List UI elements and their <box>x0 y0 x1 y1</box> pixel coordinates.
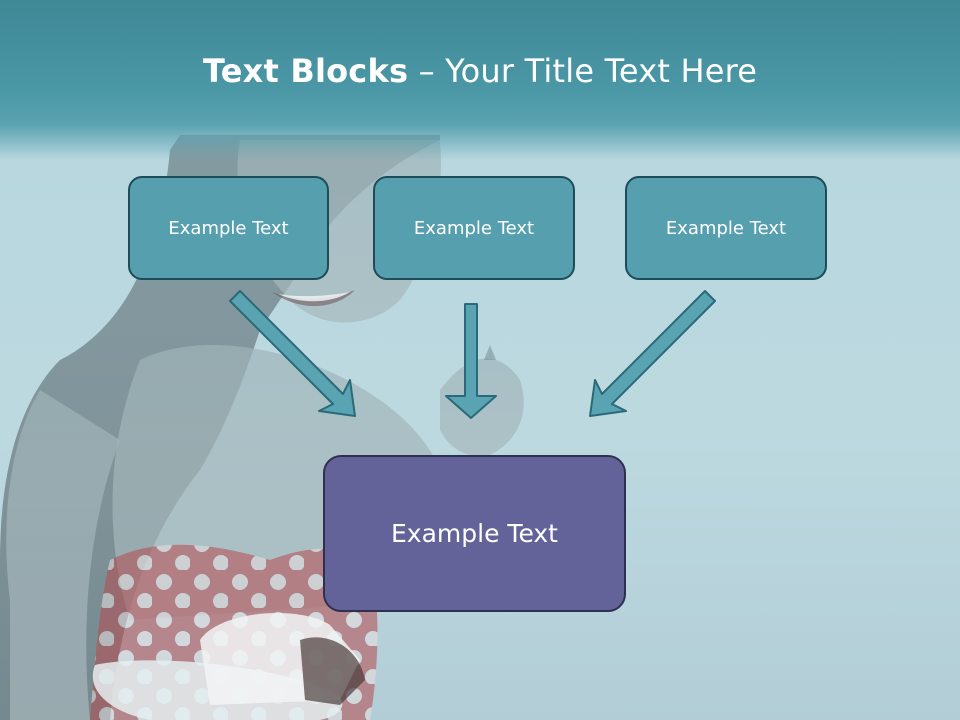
arrow-left-icon <box>229 290 356 417</box>
text-box-label: Example Text <box>168 217 289 239</box>
title-band <box>0 0 960 160</box>
text-box-top-middle[interactable]: Example Text <box>373 176 575 280</box>
text-box-label: Example Text <box>391 519 558 548</box>
title-rest: Your Title Text Here <box>445 52 758 90</box>
arrow-down-icon <box>445 303 497 419</box>
text-box-label: Example Text <box>665 217 787 239</box>
title-separator: – <box>408 52 446 90</box>
slide-title: Text Blocks – Your Title Text Here <box>203 52 757 98</box>
arrow-right-icon <box>589 290 716 417</box>
text-box-top-right[interactable]: Example Text <box>625 176 827 280</box>
text-box-center[interactable]: Example Text <box>323 455 626 612</box>
text-box-top-left[interactable]: Example Text <box>128 176 329 280</box>
title-bold: Text Blocks <box>203 52 409 90</box>
text-box-label: Example Text <box>413 217 535 239</box>
